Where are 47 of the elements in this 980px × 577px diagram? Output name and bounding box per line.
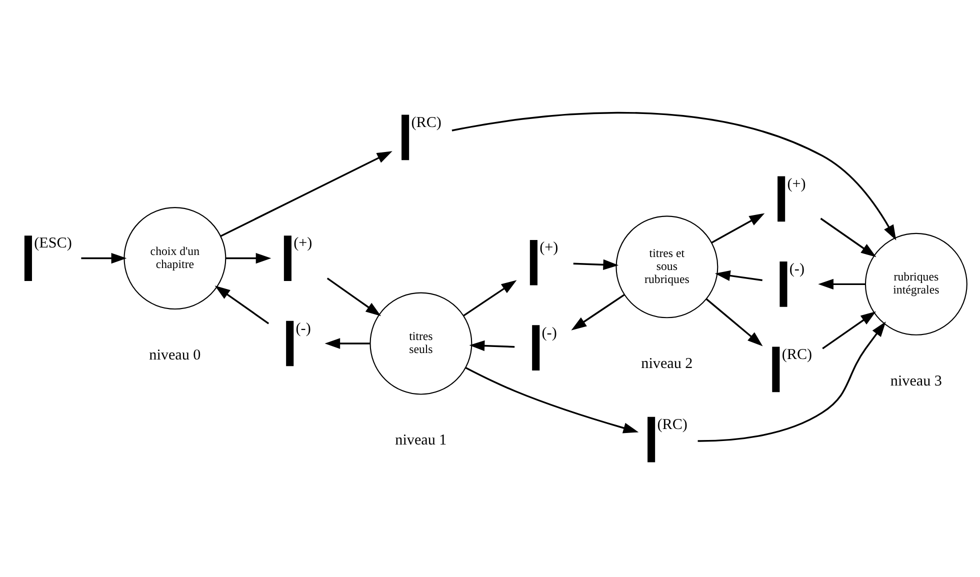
arrow xyxy=(711,213,765,244)
label: niveau 0 xyxy=(149,347,201,364)
arrow xyxy=(220,151,392,237)
node-bar xyxy=(772,346,780,392)
node-label: (-) xyxy=(789,262,804,278)
node-label: (RC) xyxy=(782,346,812,363)
node-bar xyxy=(780,262,788,307)
node-label: (RC) xyxy=(657,416,688,433)
node-circle: choix d'un chapitre xyxy=(124,207,226,310)
arrow xyxy=(81,252,127,264)
arrow xyxy=(469,340,515,352)
arrow xyxy=(571,294,625,330)
node-bar xyxy=(648,416,656,462)
node-bar xyxy=(402,114,410,160)
arrow xyxy=(822,311,876,350)
node-circle: titres seuls xyxy=(370,292,472,395)
node-label: (+) xyxy=(540,240,558,256)
arrow xyxy=(818,278,866,290)
node-bar xyxy=(530,240,538,286)
arrow xyxy=(465,366,639,434)
node-circle: rubriques intégrales xyxy=(864,232,968,336)
arrow xyxy=(226,252,272,264)
node-bar xyxy=(532,325,540,370)
arrow xyxy=(820,218,876,258)
node-bar xyxy=(286,320,294,366)
arrow xyxy=(714,270,762,282)
arrow xyxy=(326,278,382,316)
arrow xyxy=(214,286,270,324)
node-bar xyxy=(284,236,292,281)
arrow xyxy=(706,298,763,346)
node-bar xyxy=(24,236,32,281)
arrow xyxy=(573,259,619,270)
arrow xyxy=(463,280,517,316)
label: niveau 3 xyxy=(890,373,942,390)
node-label: (ESC) xyxy=(34,236,72,252)
node-label: (+) xyxy=(294,236,312,252)
node-label: (RC) xyxy=(411,114,442,131)
node-circle: titres et sous rubriques xyxy=(616,216,718,318)
label: niveau 2 xyxy=(641,356,693,372)
arrow xyxy=(698,322,886,442)
node-label: (-) xyxy=(296,320,311,337)
label: niveau 1 xyxy=(395,432,447,449)
node-bar xyxy=(778,176,786,222)
arrow xyxy=(324,338,370,349)
node-label: (+) xyxy=(787,176,806,192)
node-label: (-) xyxy=(542,325,557,342)
arrow xyxy=(452,112,896,240)
